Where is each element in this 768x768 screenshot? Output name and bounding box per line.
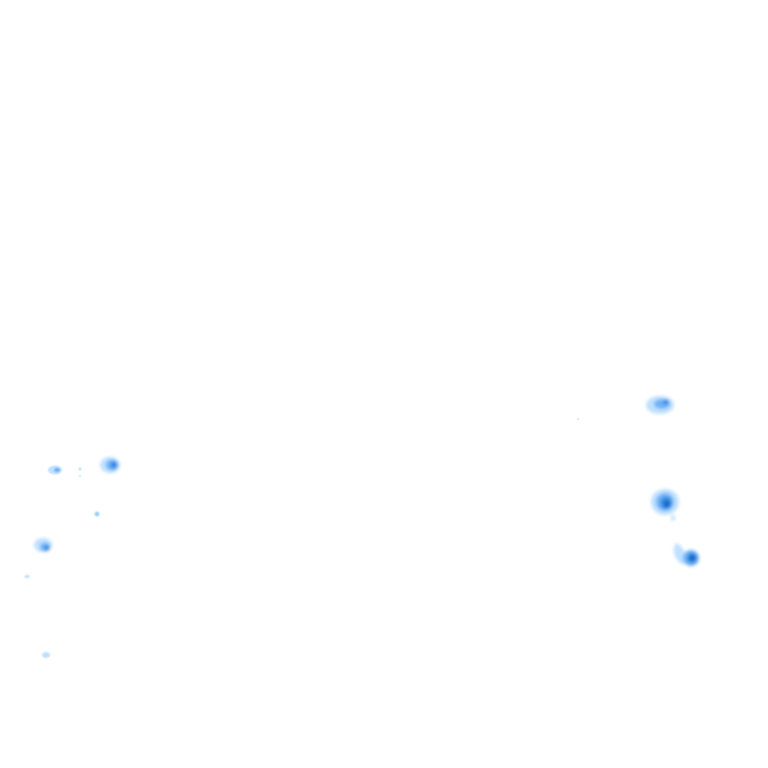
precip-speck-left-4 (42, 652, 50, 658)
precip-speck-right-tiny (577, 418, 579, 420)
precip-cell-right-top (646, 396, 674, 414)
precip-cell-left-mid (34, 538, 52, 552)
precip-cell-left-upper-right (100, 457, 120, 473)
precip-speck-left-2 (94, 511, 100, 517)
precip-cell-right-bottom (673, 543, 699, 566)
precip-speck-left-1 (78, 467, 82, 478)
precip-cell-left-top (48, 465, 62, 475)
precip-speck-left-3 (24, 574, 30, 579)
precip-cell-right-mid (651, 489, 679, 521)
